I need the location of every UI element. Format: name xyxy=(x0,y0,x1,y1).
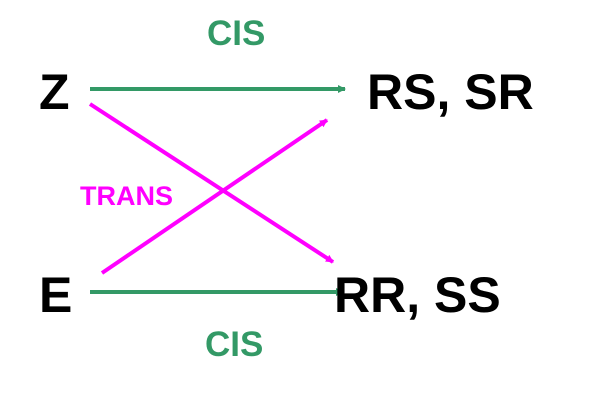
cis-bottom-label: CIS xyxy=(205,325,264,364)
trans-arrow-z-to-rr-ss xyxy=(88,102,335,264)
trans-label: TRANS xyxy=(80,181,173,211)
cis-top-label: CIS xyxy=(207,14,266,53)
rs-sr-product-label: RS, SR xyxy=(367,64,534,120)
trans-arrow-e-to-rs-sr xyxy=(100,118,329,275)
e-isomer-label: E xyxy=(39,267,73,323)
z-isomer-label: Z xyxy=(39,64,70,120)
rr-ss-product-label: RR, SS xyxy=(334,267,501,323)
